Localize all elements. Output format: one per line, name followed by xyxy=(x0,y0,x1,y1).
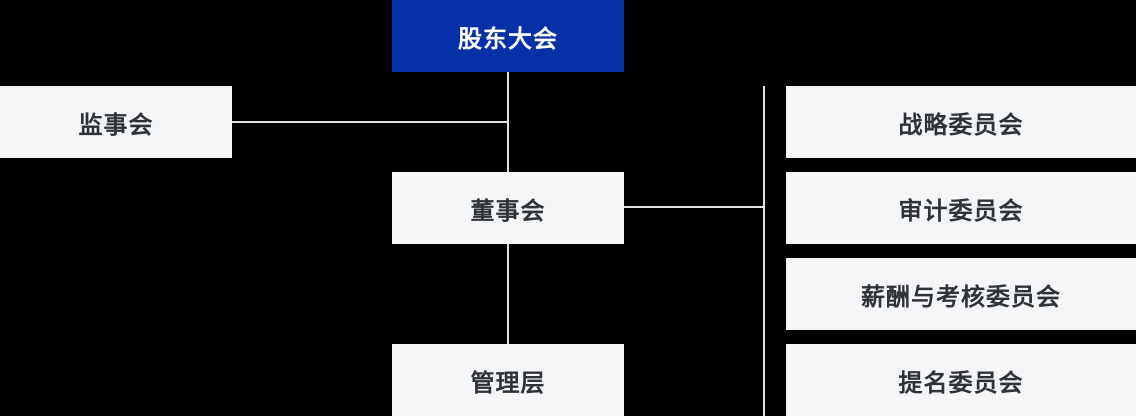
node-committee-strategy: 战略委员会 xyxy=(786,86,1136,158)
connector-supervisory-to-trunk xyxy=(232,121,508,123)
node-supervisory-board-label: 监事会 xyxy=(78,111,154,139)
connector-shareholders-to-board xyxy=(507,72,509,172)
connector-board-to-committee-rail xyxy=(624,206,764,208)
node-supervisory-board: 监事会 xyxy=(0,86,232,158)
node-board-of-directors: 董事会 xyxy=(392,172,624,244)
node-committee-audit: 审计委员会 xyxy=(786,172,1136,244)
node-committee-remuneration-appraisal: 薪酬与考核委员会 xyxy=(786,258,1136,330)
node-committee-audit-label: 审计委员会 xyxy=(898,197,1024,225)
node-committee-nomination: 提名委员会 xyxy=(786,344,1136,416)
node-committee-remuneration-appraisal-label: 薪酬与考核委员会 xyxy=(861,283,1061,311)
node-shareholders-meeting: 股东大会 xyxy=(392,0,624,72)
node-committee-strategy-label: 战略委员会 xyxy=(898,111,1024,139)
connector-board-to-management xyxy=(507,244,509,344)
node-management: 管理层 xyxy=(392,344,624,416)
connector-committee-rail xyxy=(763,86,765,416)
node-board-of-directors-label: 董事会 xyxy=(470,197,546,225)
node-management-label: 管理层 xyxy=(470,369,546,397)
node-committee-nomination-label: 提名委员会 xyxy=(898,369,1024,397)
node-shareholders-meeting-label: 股东大会 xyxy=(458,25,558,53)
